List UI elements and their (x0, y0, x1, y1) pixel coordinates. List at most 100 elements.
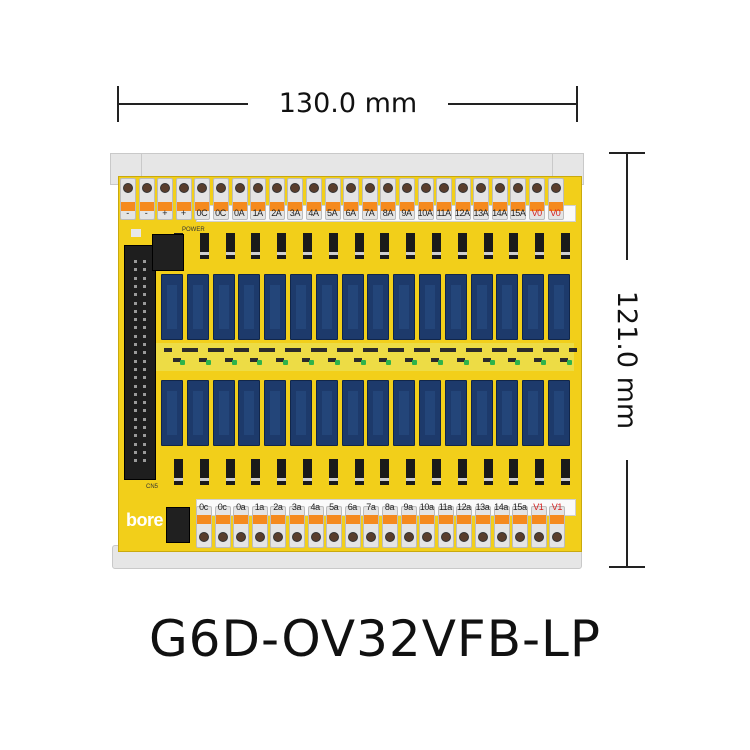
connector-pin (143, 276, 146, 280)
diode-top (406, 233, 416, 259)
terminal-screw (493, 506, 510, 548)
indicator-led (309, 360, 314, 365)
terminal-screw (343, 178, 360, 220)
relay (264, 274, 287, 340)
bottom-terminal-block (196, 506, 568, 548)
connector-pin (143, 376, 146, 380)
indicator-led (231, 360, 237, 365)
smd-component (543, 348, 552, 352)
terminal-label: 3A (289, 208, 301, 218)
smd-component (560, 358, 568, 362)
terminal-screw (363, 506, 380, 548)
smd-component (215, 348, 224, 352)
terminal-label: 10a (419, 502, 434, 512)
terminal-label: V1 (533, 502, 544, 512)
connector-pin (143, 293, 146, 297)
terminal-screw (270, 506, 287, 548)
indicator-led (515, 360, 521, 365)
diode-bottom (199, 459, 209, 485)
relay (393, 274, 416, 340)
smd-component (276, 358, 285, 362)
terminal-label: 2a (273, 502, 283, 512)
connector-pin (134, 326, 137, 330)
terminal-label: 8A (382, 208, 394, 218)
connector-pin (134, 392, 137, 396)
terminal-screw (419, 506, 436, 548)
smd-component (344, 348, 353, 352)
terminal-label: 0a (236, 502, 246, 512)
smd-component (267, 348, 276, 352)
connector-pin (143, 367, 146, 371)
top-terminal-block (120, 178, 566, 220)
terminal-screw (512, 506, 529, 548)
diode-bottom (432, 459, 441, 485)
terminal-screw (233, 506, 250, 548)
terminal-screw (305, 178, 322, 220)
terminal-screw (473, 178, 490, 220)
relay (419, 274, 441, 340)
connector-pin (134, 309, 137, 313)
height-dimension-cap-top (609, 152, 645, 154)
indicator-led (541, 360, 547, 365)
connector-pin (143, 309, 146, 313)
connector-pin (134, 284, 137, 288)
relay (367, 274, 390, 340)
diode-top (277, 233, 287, 259)
smd-component (525, 348, 534, 352)
relay (161, 380, 183, 446)
terminal-label: 1A (252, 208, 264, 218)
terminal-label: 7A (364, 208, 375, 218)
relay (496, 380, 519, 446)
terminal-label: 4a (310, 502, 320, 512)
diode-top (199, 233, 209, 259)
terminal-screw (138, 178, 155, 220)
terminal-screw (437, 506, 454, 548)
smd-component (336, 348, 345, 352)
indicator-led (334, 360, 340, 365)
terminal-label: 11a (438, 502, 453, 512)
width-dimension-cap-left (117, 86, 119, 122)
terminal-label: 6a (347, 502, 358, 512)
diode-top (354, 233, 364, 259)
terminal-label: 8a (384, 502, 395, 512)
terminal-screw (547, 178, 564, 220)
smd-component (456, 358, 465, 362)
connector-pin (134, 260, 137, 263)
terminal-label: - (126, 208, 129, 218)
smd-component (499, 348, 508, 352)
connector-pin (134, 434, 137, 438)
terminal-label: 14a (494, 502, 508, 512)
terminal-screw (288, 506, 305, 548)
terminal-label: 13a (475, 502, 490, 512)
height-dimension-label: 121.0 mm (606, 260, 646, 460)
relay (341, 380, 364, 446)
smd-component (482, 358, 491, 362)
connector-pin (143, 260, 146, 263)
connector-pin (134, 450, 137, 454)
indicator-led-strip (146, 343, 574, 371)
power-module (152, 234, 184, 271)
indicator-led (412, 360, 418, 365)
relay (367, 380, 390, 446)
connector-pin (143, 318, 146, 322)
terminal-label: V0 (531, 208, 543, 218)
power-led (131, 229, 141, 237)
smd-component (173, 358, 181, 362)
power-silkscreen: POWER (182, 227, 205, 233)
smd-component (250, 358, 259, 362)
diode-top (483, 233, 493, 259)
connector-pin (134, 301, 137, 305)
terminal-screw (474, 506, 491, 548)
connector-pin (134, 367, 137, 371)
smd-component (164, 348, 172, 352)
din-rail-top (112, 153, 582, 177)
smd-component (465, 348, 474, 352)
connector-pin (134, 334, 137, 338)
terminal-screw (251, 506, 268, 548)
smd-component (233, 348, 242, 352)
diode-top (225, 233, 235, 259)
indicator-led (386, 360, 392, 365)
indicator-led (463, 360, 469, 365)
smd-component (293, 348, 301, 352)
connector-pin (134, 276, 137, 280)
